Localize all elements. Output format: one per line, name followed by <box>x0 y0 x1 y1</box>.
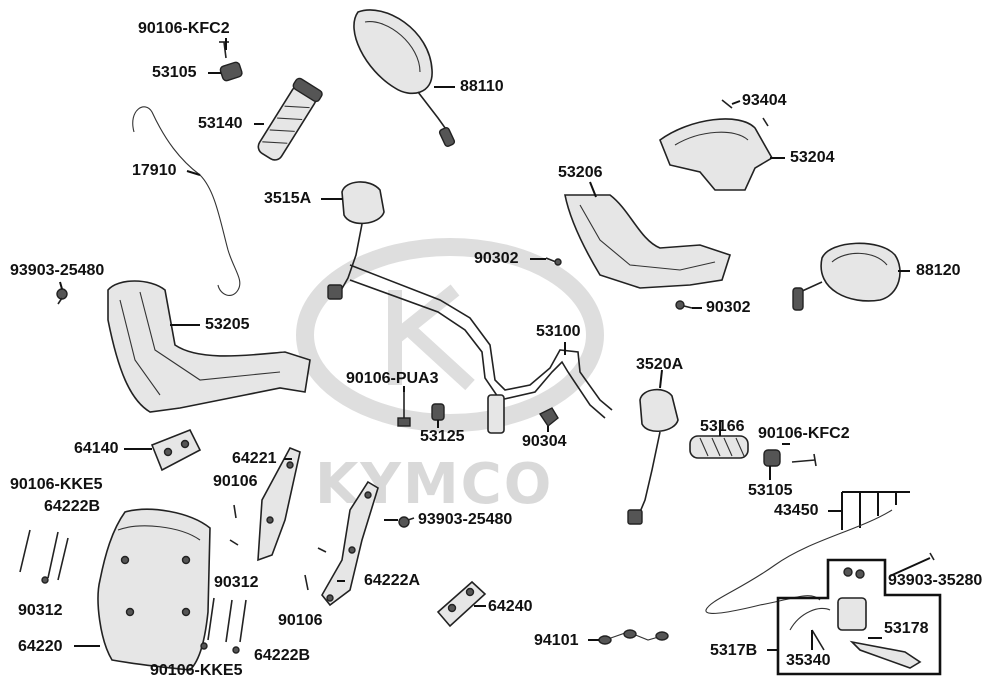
label-90106-pua3: 90106-PUA3 <box>346 370 439 387</box>
label-64222a: 64222A <box>364 572 421 589</box>
label-64222b-top: 64222B <box>44 498 101 515</box>
label-90106-kfc2-right: 90106-KFC2 <box>758 425 850 442</box>
label-64221: 64221 <box>232 450 277 467</box>
collar-53125 <box>431 403 445 421</box>
washers-94101 <box>598 629 669 645</box>
label-3520a: 3520A <box>636 356 684 373</box>
leader-lines <box>59 38 931 651</box>
label-53105-right: 53105 <box>748 482 793 499</box>
label-90304: 90304 <box>522 433 567 450</box>
label-64240: 64240 <box>488 598 533 615</box>
label-5317b: 5317B <box>710 642 758 659</box>
grip-53140 <box>257 77 323 161</box>
lever-assembly <box>789 567 922 669</box>
kymco-logo-k <box>388 284 475 391</box>
cable-17910 <box>132 106 241 296</box>
mirror-88120 <box>792 242 901 311</box>
bracket-64240 <box>436 580 487 628</box>
label-53100: 53100 <box>536 323 581 340</box>
label-43450: 43450 <box>774 502 819 519</box>
label-64220: 64220 <box>18 638 63 655</box>
box-5317b <box>776 558 942 676</box>
label-53204: 53204 <box>790 149 835 166</box>
screw-90302-b <box>675 300 693 310</box>
handlebar-53100 <box>349 264 613 434</box>
label-53105-top: 53105 <box>152 64 197 81</box>
label-93903-25480-mid: 93903-25480 <box>418 511 513 528</box>
label-53206: 53206 <box>558 164 603 181</box>
label-90106-kke5-top: 90106-KKE5 <box>10 476 103 493</box>
cover-53206 <box>564 194 732 289</box>
label-93404: 93404 <box>742 92 787 109</box>
label-90312-mid: 90312 <box>214 574 259 591</box>
screws-90106-bottom <box>304 547 327 591</box>
label-90106-mid: 90106 <box>213 473 258 490</box>
screw-90106-pua3 <box>397 390 411 427</box>
label-64140: 64140 <box>74 440 119 457</box>
label-90106-kke5-bottom: 90106-KKE5 <box>150 662 243 679</box>
label-90312-left: 90312 <box>18 602 63 619</box>
screw-93903-25480-left <box>56 288 68 305</box>
cover-53205 <box>107 280 311 413</box>
screw-90302-a <box>545 257 562 266</box>
label-53140: 53140 <box>198 115 243 132</box>
bracket-64140 <box>150 428 202 472</box>
label-94101: 94101 <box>534 632 579 649</box>
screw-93404 <box>721 99 733 109</box>
bracket-64222a <box>321 480 379 607</box>
screws-90106-mid <box>229 504 239 546</box>
screw-90106-kfc2-top <box>219 41 229 59</box>
screw-93404b <box>762 117 769 127</box>
switch-3515a <box>327 181 385 300</box>
label-90302-b: 90302 <box>706 299 751 316</box>
label-3515a: 3515A <box>264 190 312 207</box>
hardware-left <box>19 529 69 584</box>
label-90302-a: 90302 <box>474 250 519 267</box>
weight-53105-top <box>219 61 243 82</box>
label-90106-bottom: 90106 <box>278 612 323 629</box>
bracket-64221 <box>257 446 301 562</box>
label-53205: 53205 <box>205 316 250 333</box>
label-93903-35280: 93903-35280 <box>888 572 983 589</box>
hardware-mid <box>200 597 247 654</box>
grip-53166 <box>689 435 749 459</box>
screw-93903-25480-mid <box>398 516 415 528</box>
screw-90106-kfc2-right <box>791 453 817 467</box>
kymco-logo-oval <box>296 238 604 432</box>
label-17910: 17910 <box>132 162 177 179</box>
label-53166: 53166 <box>700 418 745 435</box>
windscreen-64220 <box>97 508 211 671</box>
cover-53204 <box>659 118 774 191</box>
label-64222b-bottom: 64222B <box>254 647 311 664</box>
mirror-88110 <box>353 9 456 147</box>
label-53178: 53178 <box>884 620 929 637</box>
weight-53105-right <box>763 449 781 467</box>
label-93903-25480-left: 93903-25480 <box>10 262 105 279</box>
label-90106-kfc2-top: 90106-KFC2 <box>138 20 230 37</box>
label-88120: 88120 <box>916 262 961 279</box>
switch-3520a <box>627 388 679 525</box>
label-88110: 88110 <box>460 78 504 95</box>
screw-93903-35280 <box>929 552 935 561</box>
label-35340: 35340 <box>786 652 831 669</box>
nut-90304 <box>538 407 559 428</box>
label-53125: 53125 <box>420 428 465 445</box>
